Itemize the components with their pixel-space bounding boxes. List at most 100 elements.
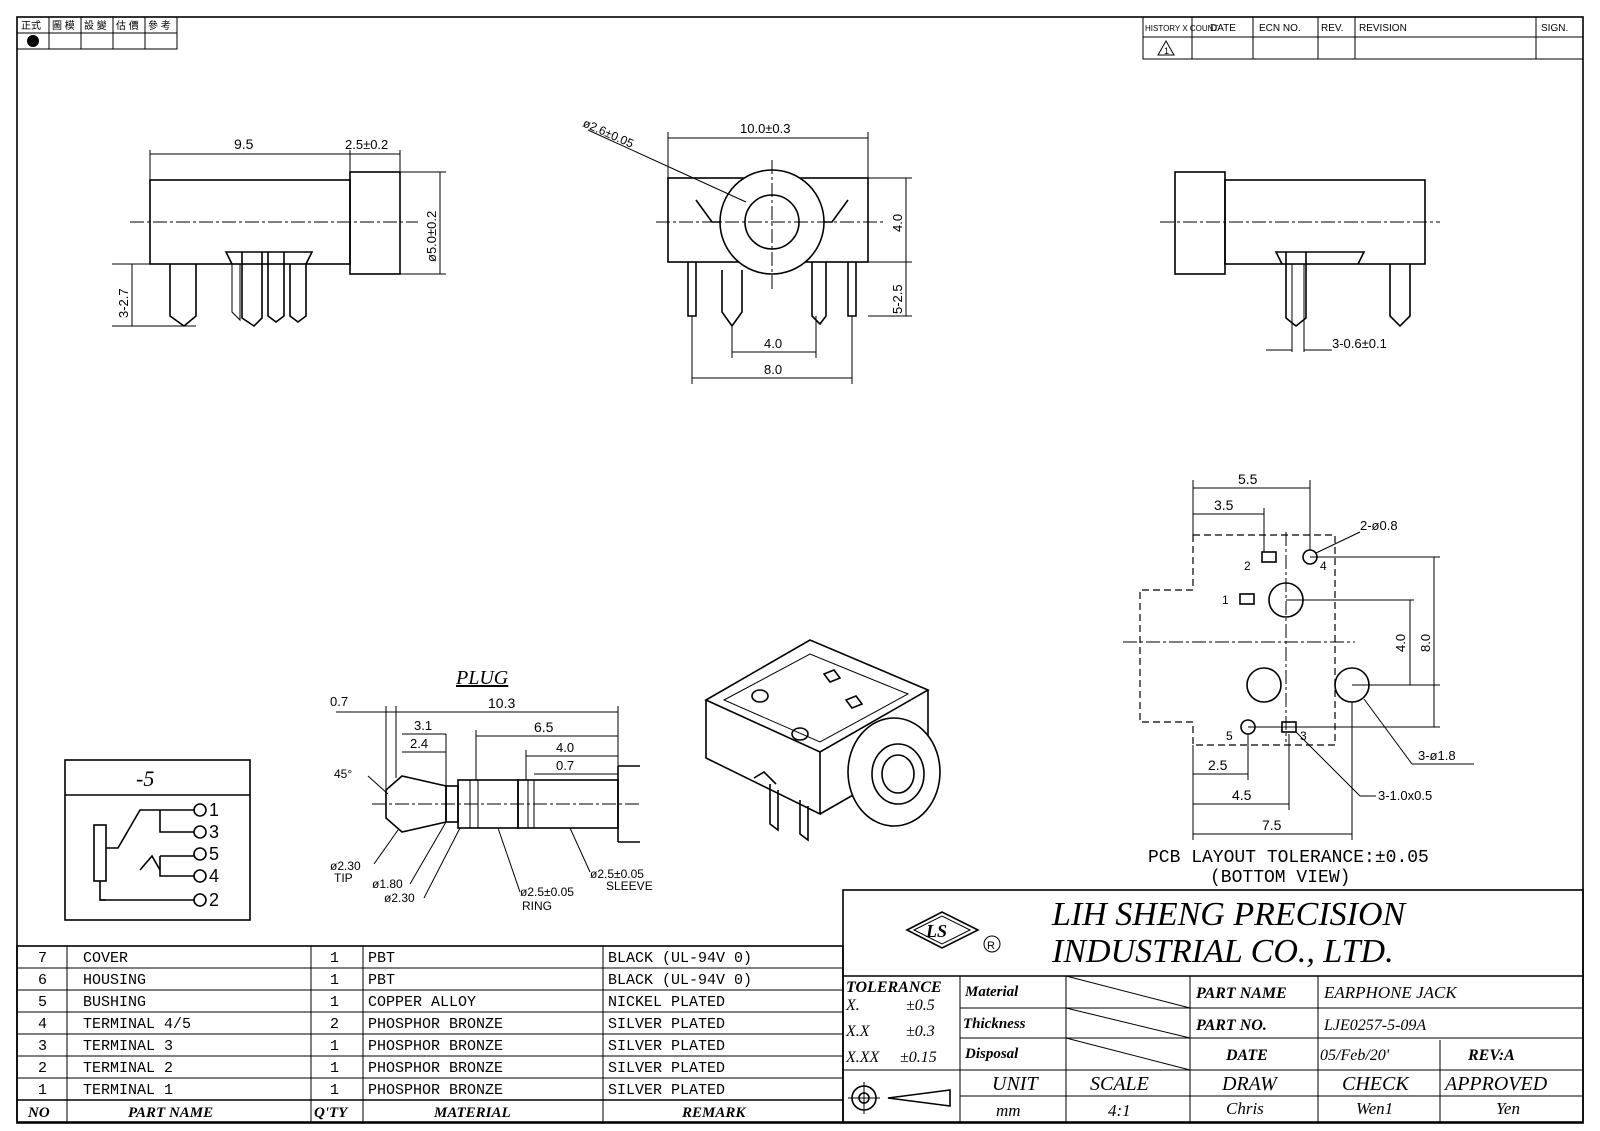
- bom-cell-material: PHOSPHOR BRONZE: [368, 1016, 503, 1033]
- svg-text:8.0: 8.0: [764, 362, 782, 377]
- svg-text:LIH SHENG PRECISION: LIH SHENG PRECISION: [1051, 896, 1408, 933]
- svg-text:3: 3: [1300, 729, 1307, 743]
- svg-text:1: 1: [1222, 593, 1229, 607]
- bom-cell-material: PBT: [368, 972, 395, 989]
- bom-cell-qty: 1: [330, 994, 339, 1011]
- bom-cell-remark: SILVER PLATED: [608, 1038, 725, 1055]
- svg-text:X.: X.: [845, 997, 860, 1014]
- svg-text:3: 3: [209, 822, 219, 842]
- bom-cell-no: 7: [38, 950, 47, 967]
- bom-cell-remark: SILVER PLATED: [608, 1060, 725, 1077]
- bom-cell-qty: 1: [330, 972, 339, 989]
- bom-cell-part-name: HOUSING: [83, 972, 146, 989]
- svg-text:LJE0257-5-09A: LJE0257-5-09A: [1323, 1017, 1426, 1034]
- bom-cell-no: 4: [38, 1016, 47, 1033]
- svg-text:4:1: 4:1: [1108, 1101, 1131, 1120]
- svg-text:2.5±0.2: 2.5±0.2: [345, 137, 388, 152]
- svg-text:±0.5: ±0.5: [906, 997, 935, 1014]
- svg-text:參 考: 參 考: [148, 19, 171, 32]
- svg-text:ø5.0±0.2: ø5.0±0.2: [424, 211, 439, 262]
- rear-view: 3-0.6±0.1: [1160, 171, 1440, 352]
- svg-text:3.5: 3.5: [1214, 497, 1234, 513]
- svg-text:4.0: 4.0: [556, 740, 574, 755]
- svg-text:R: R: [987, 940, 995, 952]
- bom-cell-part-name: TERMINAL 4/5: [83, 1016, 191, 1033]
- svg-text:5-2.5: 5-2.5: [890, 284, 905, 314]
- svg-text:4.5: 4.5: [1232, 787, 1252, 803]
- svg-text:Yen: Yen: [1496, 1099, 1520, 1118]
- svg-text:DATE: DATE: [1210, 23, 1236, 34]
- sheet-border: [16, 16, 1584, 1124]
- svg-text:TIP: TIP: [334, 871, 353, 885]
- front-view: 10.0±0.3 ø2.6±0.05 4.0 5-2.5 4.0 8.0: [581, 116, 912, 384]
- svg-text:3-1.0x0.5: 3-1.0x0.5: [1378, 788, 1432, 803]
- svg-text:4: 4: [209, 866, 219, 886]
- company-logo: LS R: [905, 911, 1001, 953]
- bom-table: [16, 945, 844, 1123]
- svg-text:2-ø0.8: 2-ø0.8: [1360, 518, 1398, 533]
- svg-text:5: 5: [1226, 729, 1233, 743]
- svg-text:5: 5: [209, 844, 219, 864]
- bom-cell-remark: BLACK (UL-94V 0): [608, 950, 752, 967]
- svg-text:1: 1: [209, 800, 219, 820]
- svg-text:NO: NO: [27, 1105, 50, 1121]
- svg-text:PLUG: PLUG: [455, 667, 509, 689]
- warning-triangle-icon: [1157, 39, 1175, 56]
- svg-text:2.5: 2.5: [1208, 757, 1228, 773]
- svg-text:估 價: 估 價: [116, 19, 139, 32]
- svg-text:REV.: REV.: [1321, 23, 1343, 34]
- svg-text:SLEEVE: SLEEVE: [606, 879, 653, 893]
- svg-text:8.0: 8.0: [1418, 634, 1433, 652]
- svg-text:HISTORY X COUNT: HISTORY X COUNT: [1145, 24, 1218, 33]
- svg-text:ø2.5±0.05: ø2.5±0.05: [520, 885, 574, 899]
- svg-text:2: 2: [1244, 559, 1251, 573]
- svg-text:RING: RING: [522, 899, 552, 913]
- svg-text:PART NO.: PART NO.: [1195, 1017, 1267, 1034]
- svg-text:10.3: 10.3: [488, 695, 515, 711]
- bom-cell-remark: SILVER PLATED: [608, 1016, 725, 1033]
- svg-text:DRAW: DRAW: [1221, 1073, 1279, 1095]
- svg-text:ø2.6±0.05: ø2.6±0.05: [581, 116, 636, 151]
- bom-cell-no: 2: [38, 1060, 47, 1077]
- svg-text:1: 1: [1164, 46, 1169, 56]
- bom-cell-remark: BLACK (UL-94V 0): [608, 972, 752, 989]
- svg-text:mm: mm: [996, 1101, 1021, 1120]
- bom-cell-part-name: TERMINAL 3: [83, 1038, 173, 1055]
- bom-cell-part-name: BUSHING: [83, 994, 146, 1011]
- svg-text:INDUSTRIAL CO., LTD.: INDUSTRIAL CO., LTD.: [1051, 933, 1394, 970]
- svg-text:Disposal: Disposal: [964, 1046, 1019, 1062]
- svg-text:Material: Material: [964, 984, 1019, 1000]
- svg-text:0.7: 0.7: [556, 758, 574, 773]
- svg-text:Chris: Chris: [1226, 1099, 1264, 1118]
- bom-cell-qty: 1: [330, 1060, 339, 1077]
- bom-cell-no: 5: [38, 994, 47, 1011]
- svg-text:5.5: 5.5: [1238, 471, 1258, 487]
- svg-text:ECN NO.: ECN NO.: [1259, 23, 1301, 34]
- svg-text:±0.15: ±0.15: [900, 1049, 937, 1066]
- svg-text:DATE: DATE: [1225, 1047, 1268, 1064]
- bom-cell-qty: 1: [330, 950, 339, 967]
- svg-text:SIGN.: SIGN.: [1541, 23, 1568, 34]
- svg-text:2.4: 2.4: [410, 736, 428, 751]
- svg-text:3-2.7: 3-2.7: [116, 288, 131, 318]
- svg-text:-5: -5: [136, 766, 154, 791]
- svg-text:3.1: 3.1: [414, 718, 432, 733]
- svg-text:ø2.30: ø2.30: [384, 891, 415, 905]
- revision-header: HISTORY X COUNT DATE ECN NO. REV. REVISI…: [1142, 16, 1584, 60]
- pcb-layout: 2 4 1 5 3 5.5 3.5 2-ø0.8 4.0 8.0 3-ø1.8 …: [1123, 471, 1474, 888]
- bom-cell-remark: SILVER PLATED: [608, 1082, 725, 1099]
- svg-text:PART NAME: PART NAME: [128, 1105, 213, 1121]
- schematic-box: -5 1 3 5 4 2: [64, 759, 251, 921]
- bom-cell-material: COPPER ALLOY: [368, 994, 476, 1011]
- bom-cell-material: PHOSPHOR BRONZE: [368, 1038, 503, 1055]
- status-header: 正式 圖 模 設 變 估 價 參 考: [16, 16, 178, 50]
- svg-text:9.5: 9.5: [234, 136, 254, 152]
- plug-drawing: PLUG 0.7 10.3 3.1 2.4 6.5 4.0 0.7 45°: [330, 667, 653, 913]
- svg-text:(BOTTOM VIEW): (BOTTOM VIEW): [1210, 868, 1350, 888]
- svg-text:REV:A: REV:A: [1467, 1047, 1515, 1064]
